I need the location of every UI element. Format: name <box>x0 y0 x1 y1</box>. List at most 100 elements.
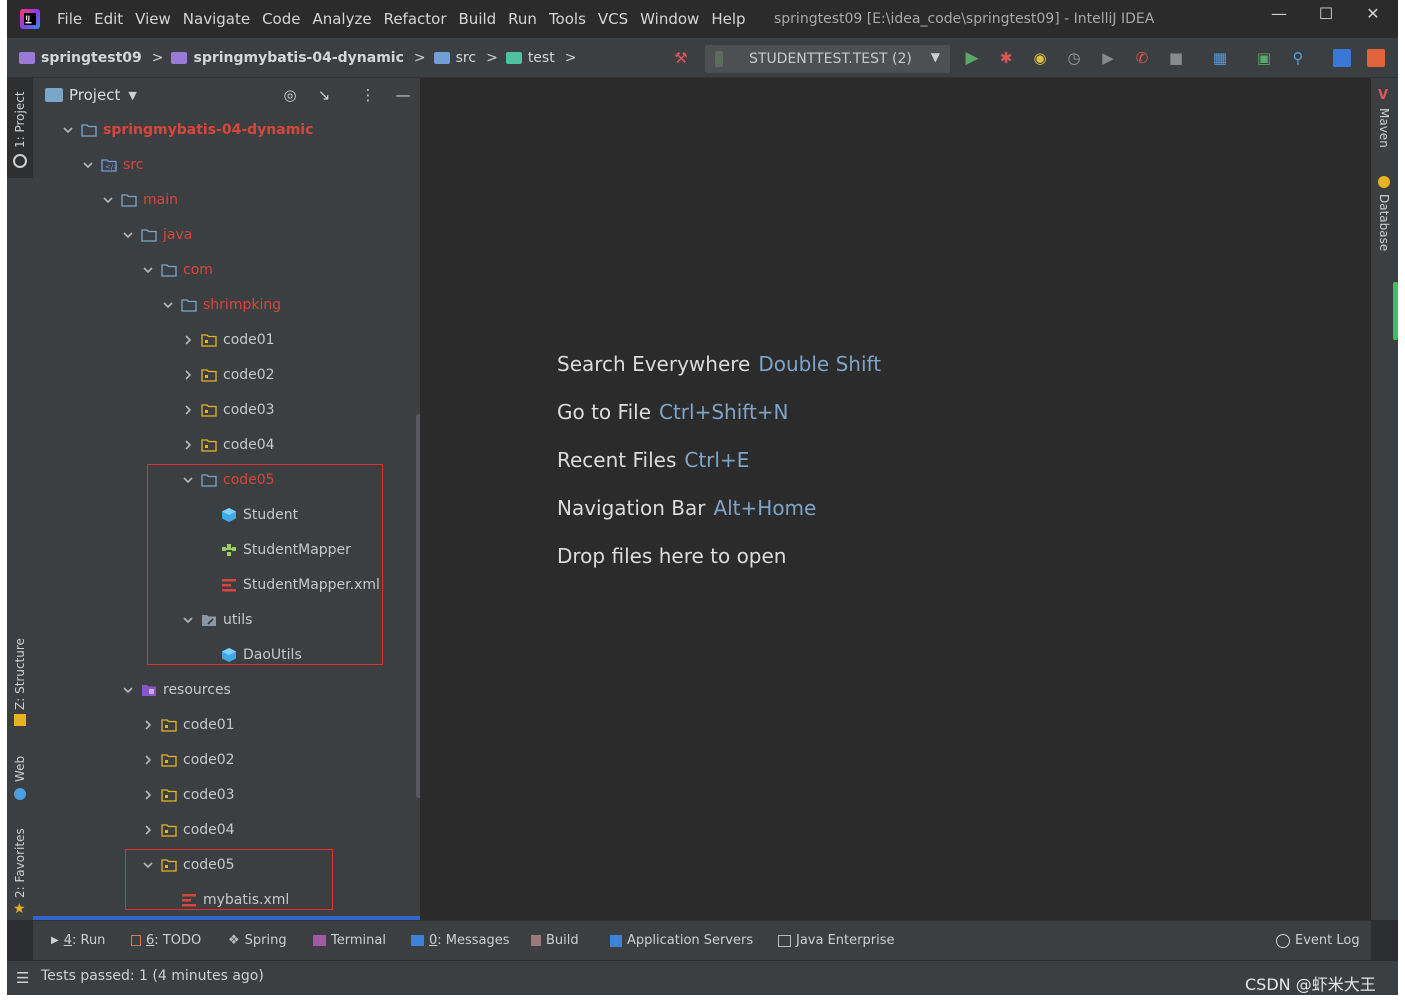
tree-node-src[interactable]: </> src <box>81 147 143 182</box>
run-configuration-select[interactable]: STUDENTTEST.TEST (2) ▼ <box>705 45 950 73</box>
tree-node-com[interactable]: com <box>141 252 213 287</box>
chevron-down-icon[interactable] <box>141 858 155 872</box>
tab-build[interactable]: Build <box>531 933 579 948</box>
tree-node-studentmapper[interactable]: StudentMapper <box>221 532 351 567</box>
tab-spring[interactable]: ❖ Spring <box>228 933 287 948</box>
chevron-right-icon[interactable] <box>181 333 195 347</box>
chevron-right-icon[interactable] <box>141 753 155 767</box>
project-structure-icon[interactable]: ▦ <box>1212 49 1228 67</box>
tree-node-resources[interactable]: resources <box>121 672 231 707</box>
run-icon[interactable]: ▶ <box>965 48 979 68</box>
tree-node-main[interactable]: main <box>101 182 178 217</box>
tab-maven[interactable]: Maven <box>1377 108 1391 148</box>
tree-node-res-code01[interactable]: code01 <box>141 707 235 742</box>
more-options-icon[interactable]: ⋮ <box>360 86 376 104</box>
project-panel-title[interactable]: Project <box>69 86 121 104</box>
tree-node-res-code04[interactable]: code04 <box>141 812 235 847</box>
tree-node-res-code03[interactable]: code03 <box>141 777 235 812</box>
tab-application-servers[interactable]: Application Servers <box>610 933 753 948</box>
profile-icon[interactable]: ◷ <box>1067 49 1081 67</box>
tree-node-java[interactable]: java <box>121 217 192 252</box>
status-message[interactable]: Tests passed: 1 (4 minutes ago) <box>41 968 264 984</box>
search-icon[interactable]: ⚲ <box>1292 49 1304 67</box>
build-hammer-icon[interactable]: ⚒ <box>674 49 688 67</box>
menu-code[interactable]: Code <box>262 10 301 28</box>
chevron-down-icon[interactable] <box>121 683 135 697</box>
tree-node-code02[interactable]: code02 <box>181 357 275 392</box>
tree-node-shrimpking[interactable]: shrimpking <box>161 287 281 322</box>
close-button[interactable]: ✕ <box>1366 4 1380 23</box>
menu-vcs[interactable]: VCS <box>597 10 629 28</box>
chevron-down-icon[interactable] <box>81 158 95 172</box>
chevron-down-icon[interactable]: ▼ <box>128 88 137 102</box>
minimize-button[interactable]: — <box>1271 4 1287 23</box>
menu-build[interactable]: Build <box>458 10 497 28</box>
tree-node-code01[interactable]: code01 <box>181 322 275 357</box>
chevron-down-icon[interactable] <box>181 613 195 627</box>
menu-tools[interactable]: Tools <box>548 10 586 28</box>
menu-run[interactable]: Run <box>508 10 537 28</box>
breadcrumb-module[interactable]: springmybatis-04-dynamic <box>171 50 404 66</box>
chevron-down-icon[interactable] <box>161 298 175 312</box>
tree-node-studentmapper-xml[interactable]: StudentMapper.xml <box>221 567 380 602</box>
tree-node-code03[interactable]: code03 <box>181 392 275 427</box>
tree-node-code05[interactable]: code05 <box>181 462 275 497</box>
locate-target-icon[interactable]: ◎ <box>283 86 297 104</box>
tab-run[interactable]: ▶ 4: Run <box>51 933 105 948</box>
menu-help[interactable]: Help <box>711 10 746 28</box>
breadcrumb-src[interactable]: src <box>433 50 476 66</box>
menu-navigate[interactable]: Navigate <box>182 10 251 28</box>
tab-event-log[interactable]: Event Log <box>1276 933 1360 948</box>
chevron-down-icon[interactable] <box>141 263 155 277</box>
tree-node-res-code02[interactable]: code02 <box>141 742 235 777</box>
tree-node-module[interactable]: springmybatis-04-dynamic <box>61 112 313 147</box>
chevron-down-icon[interactable] <box>181 473 195 487</box>
collapse-all-icon[interactable]: ↘ <box>317 86 331 104</box>
chevron-right-icon[interactable] <box>141 718 155 732</box>
tab-todo[interactable]: 6: TODO <box>131 933 201 948</box>
layers-icon[interactable]: ☰ <box>16 969 30 987</box>
chevron-down-icon[interactable] <box>61 123 75 137</box>
menu-window[interactable]: Window <box>640 10 700 28</box>
chevron-down-icon[interactable] <box>121 228 135 242</box>
chevron-right-icon[interactable] <box>141 823 155 837</box>
hide-panel-icon[interactable]: — <box>395 86 411 104</box>
menu-edit[interactable]: Edit <box>94 10 124 28</box>
tab-web[interactable]: Web <box>13 755 27 782</box>
translate-replace-icon[interactable] <box>1366 48 1386 68</box>
menu-file[interactable]: File <box>57 10 83 28</box>
tab-terminal[interactable]: Terminal <box>313 933 386 948</box>
run-with-coverage-icon[interactable]: ◉ <box>1033 49 1047 67</box>
tab-messages[interactable]: 0: Messages <box>411 933 510 948</box>
tab-database[interactable]: Database <box>1377 194 1391 252</box>
chevron-right-icon[interactable] <box>181 438 195 452</box>
menu-analyze[interactable]: Analyze <box>312 10 372 28</box>
tree-node-res-code05[interactable]: code05 <box>141 847 235 882</box>
tree-node-utils[interactable]: utils <box>181 602 252 637</box>
tree-scrollbar[interactable] <box>416 414 420 798</box>
chevron-right-icon[interactable] <box>181 403 195 417</box>
debug-icon[interactable]: ✱ <box>999 49 1013 67</box>
tab-project[interactable]: 1: Project <box>13 91 27 148</box>
chevron-right-icon[interactable] <box>141 788 155 802</box>
chevron-right-icon[interactable] <box>181 368 195 382</box>
maximize-button[interactable]: ☐ <box>1318 4 1334 23</box>
tab-favorites[interactable]: 2: Favorites <box>13 828 27 898</box>
tab-java-enterprise[interactable]: Java Enterprise <box>778 933 894 948</box>
run-disabled-icon[interactable]: ▶ <box>1102 49 1114 67</box>
tree-node-code04[interactable]: code04 <box>181 427 275 462</box>
tree-node-mybatis-xml[interactable]: mybatis.xml <box>181 882 289 917</box>
translate-icon[interactable] <box>1332 48 1352 68</box>
chevron-down-icon[interactable] <box>101 193 115 207</box>
attach-debugger-icon[interactable]: ✆ <box>1135 49 1149 67</box>
tree-node-student[interactable]: Student <box>221 497 298 532</box>
menu-view[interactable]: View <box>135 10 171 28</box>
stop-icon[interactable]: ■ <box>1168 49 1184 67</box>
tab-structure[interactable]: Z: Structure <box>13 638 27 710</box>
tree-node-daoutils[interactable]: DaoUtils <box>221 637 302 672</box>
menu-refactor[interactable]: Refactor <box>383 10 447 28</box>
breadcrumb-test[interactable]: test <box>505 50 555 66</box>
breadcrumb-project[interactable]: springtest09 <box>19 50 142 66</box>
project-tab-active[interactable]: 1: Project <box>7 78 33 178</box>
